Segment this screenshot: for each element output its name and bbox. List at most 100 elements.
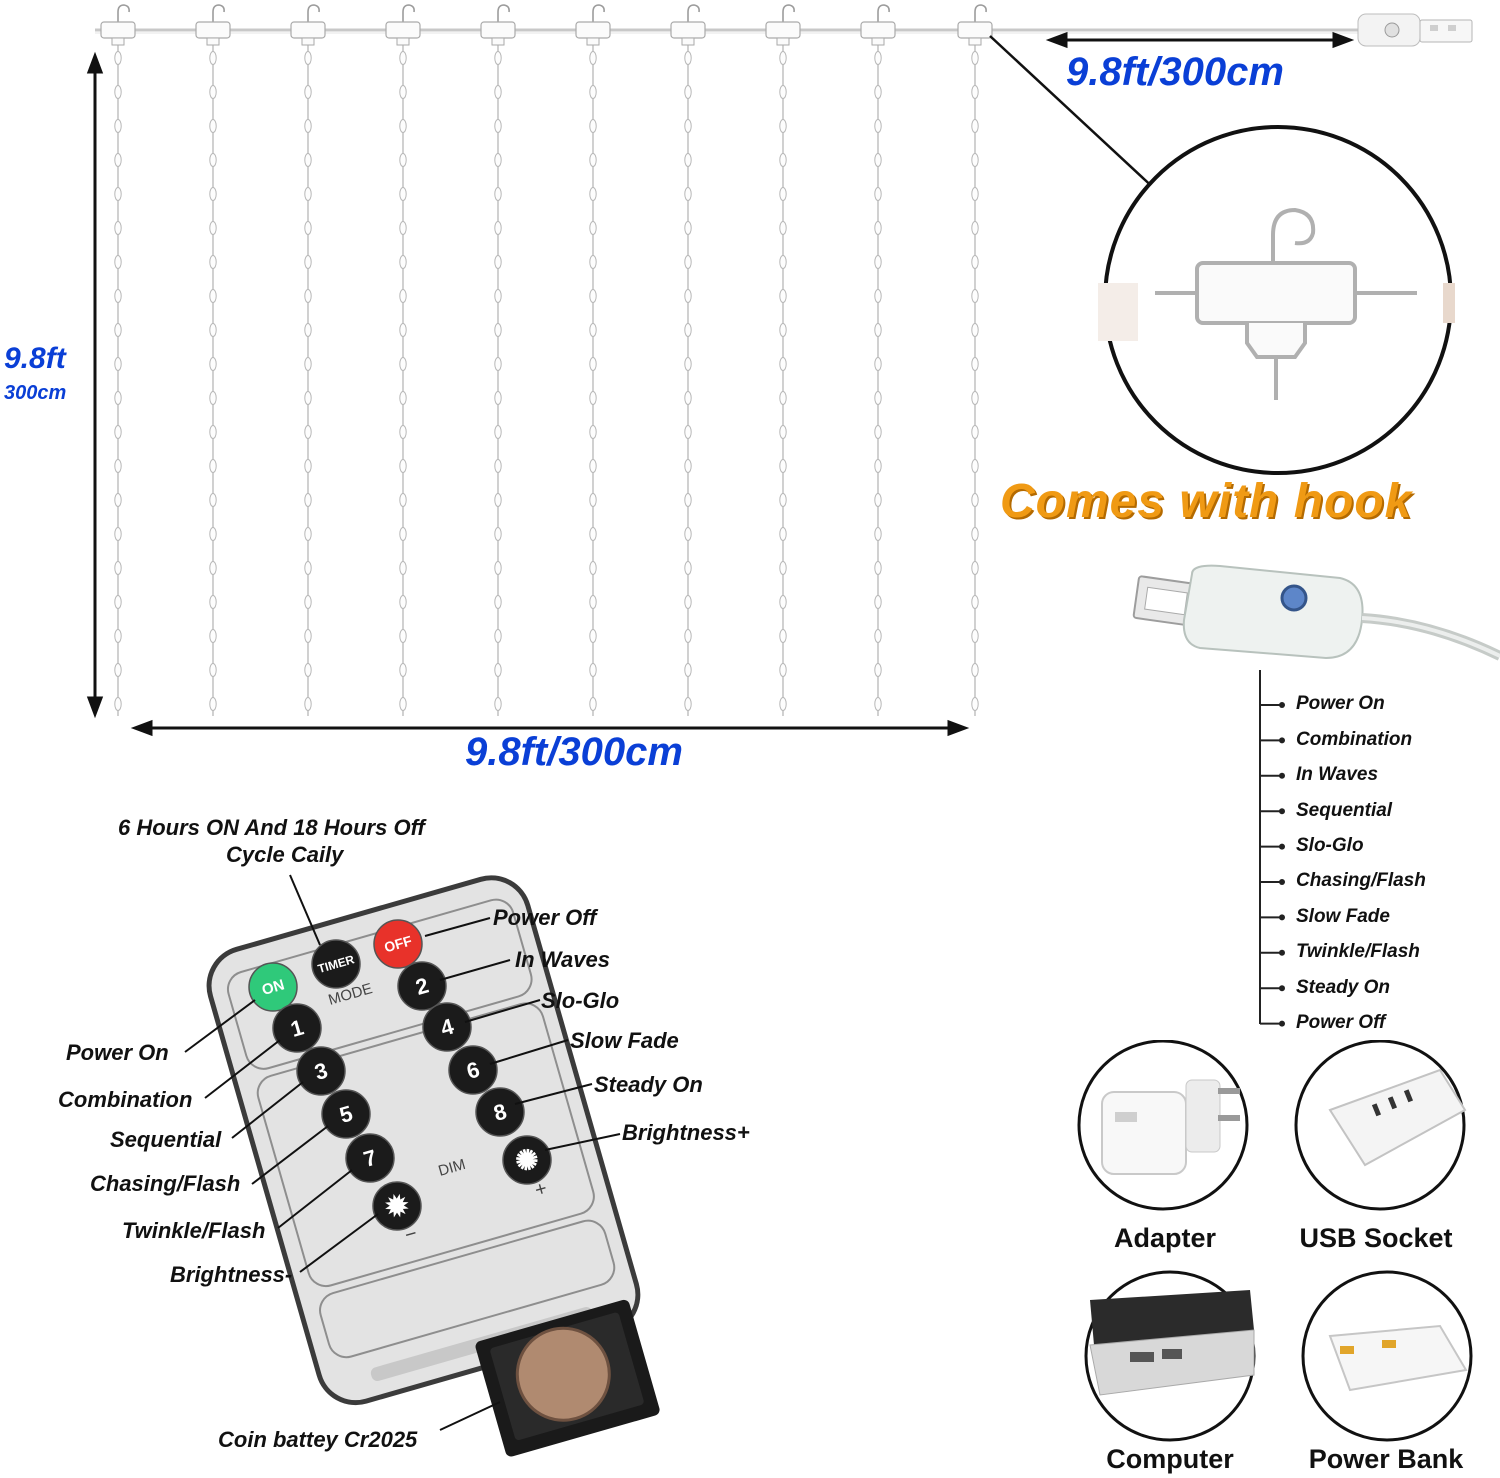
leader-line xyxy=(251,1125,329,1185)
brightness-down-button: ✹ xyxy=(372,1181,422,1231)
mode-item: In Waves xyxy=(1296,764,1379,785)
leader-line xyxy=(464,999,541,1023)
leader-line xyxy=(439,1401,501,1431)
off-button: OFF xyxy=(373,919,423,969)
leader-line xyxy=(424,917,491,937)
hook-clip-icon xyxy=(957,4,993,46)
mode-dot xyxy=(1279,843,1285,850)
light-strand xyxy=(684,40,692,716)
mode-3-button: 3 xyxy=(296,1046,346,1096)
mode-dot xyxy=(1279,737,1285,744)
leader-line xyxy=(204,1039,281,1099)
mode-dot xyxy=(1279,949,1285,956)
mode-dot xyxy=(1279,879,1285,885)
mode-item: Slo-Glo xyxy=(1296,835,1364,856)
remote-label-steady-on: Steady On xyxy=(594,1072,703,1097)
remote-label-combination: Combination xyxy=(58,1087,193,1112)
mode-2-button: 2 xyxy=(397,961,447,1011)
remote-label-slo-glo: Slo-Glo xyxy=(541,988,620,1013)
cable-length-label: 9.8ft/300cm xyxy=(1066,50,1284,94)
leader-line xyxy=(439,959,511,981)
remote-label-brightness-plus: Brightness+ xyxy=(622,1120,750,1145)
mode-item: Power On xyxy=(1296,693,1385,714)
power-bank-caption: Power Bank xyxy=(1308,1444,1464,1474)
hook-clip-icon xyxy=(290,4,326,46)
mode-5-button: 5 xyxy=(321,1089,371,1139)
hook-clip-icon xyxy=(860,4,896,46)
timer-button: TIMER xyxy=(311,939,361,989)
leader-line xyxy=(544,1133,621,1151)
remote-label-chasing-flash: Chasing/Flash xyxy=(90,1171,241,1196)
mode-8-button: 8 xyxy=(475,1087,525,1137)
on-button: ON xyxy=(248,962,298,1012)
battery-label: Coin battey Cr2025 xyxy=(218,1427,418,1452)
minus-label: − xyxy=(402,1222,419,1246)
mode-item: Twinkle/Flash xyxy=(1296,941,1420,962)
leader-line xyxy=(514,1083,593,1105)
power-bank-icon xyxy=(1301,1270,1473,1442)
remote-label-in-waves: In Waves xyxy=(515,947,610,972)
dim-label: DIM xyxy=(436,1156,467,1180)
hook-clip-icon xyxy=(195,4,231,46)
mode-4-button: 4 xyxy=(422,1002,472,1052)
mode-list-bracket xyxy=(1259,670,1285,1027)
mode-item: Slow Fade xyxy=(1296,906,1390,927)
light-strand xyxy=(114,40,122,716)
computer-icon xyxy=(1084,1270,1256,1442)
light-strand xyxy=(779,40,787,716)
usb-socket-caption: USB Socket xyxy=(1299,1223,1453,1253)
remote-label-power-off: Power Off xyxy=(493,905,597,930)
light-strands xyxy=(100,4,993,716)
brightness-up-button: ✺ xyxy=(502,1135,552,1185)
timer-note-line1: 6 Hours ON And 18 Hours Off xyxy=(118,815,425,840)
height-ft-label: 9.8ft xyxy=(4,342,66,375)
adapter-icon xyxy=(1077,1040,1249,1211)
coin-battery-tray xyxy=(475,1299,660,1457)
light-strand xyxy=(494,40,502,716)
light-strand xyxy=(304,40,312,716)
hook-clip-icon xyxy=(100,4,136,46)
hook-clip-icon xyxy=(480,4,516,46)
light-strand xyxy=(399,40,407,716)
leader-line xyxy=(299,1213,379,1273)
hook-zoom-circle xyxy=(1098,125,1455,475)
plus-label: + xyxy=(532,1177,549,1201)
usb-socket-icon xyxy=(1294,1040,1467,1211)
mode-dot xyxy=(1279,914,1285,921)
hook-clip-icon xyxy=(385,4,421,46)
remote-label-slow-fade: Slow Fade xyxy=(570,1028,679,1053)
width-label: 9.8ft/300cm xyxy=(465,730,683,774)
leader-line xyxy=(231,1081,304,1139)
timer-note-line2: Cycle Caily xyxy=(226,842,344,867)
hook-callout-title: Comes with hook xyxy=(1000,475,1413,528)
mode-dot xyxy=(1279,808,1285,815)
mode-item: Steady On xyxy=(1296,977,1390,998)
height-cm-label: 300cm xyxy=(4,382,67,404)
light-strand xyxy=(874,40,882,716)
mode-dot xyxy=(1279,702,1285,708)
adapter-caption: Adapter xyxy=(1113,1223,1216,1253)
light-strand xyxy=(589,40,597,716)
leader-line xyxy=(184,999,256,1053)
usb-plug-icon xyxy=(1357,13,1473,47)
mode-item: Power Off xyxy=(1296,1012,1386,1033)
remote-label-sequential: Sequential xyxy=(110,1127,222,1152)
mode-item: Sequential xyxy=(1296,800,1393,821)
mode-7-button: 7 xyxy=(345,1133,395,1183)
remote-label-twinkle-flash: Twinkle/Flash xyxy=(122,1218,266,1243)
leader-line xyxy=(289,874,321,946)
remote-label-power-on: Power On xyxy=(66,1040,169,1065)
hook-icon xyxy=(1155,207,1417,400)
usb-controller-icon xyxy=(1132,564,1500,661)
hook-clip-icon xyxy=(575,4,611,46)
leader-line xyxy=(277,1169,353,1229)
mode-item: Combination xyxy=(1296,729,1413,750)
svg-text:OFF: OFF xyxy=(382,932,414,955)
power-source-icons xyxy=(1077,1040,1473,1442)
mode-dot xyxy=(1279,772,1285,779)
mode-item: Chasing/Flash xyxy=(1296,870,1426,891)
hook-clip-icon xyxy=(765,4,801,46)
mode-dot xyxy=(1279,1020,1285,1027)
leader-line xyxy=(489,1039,569,1065)
